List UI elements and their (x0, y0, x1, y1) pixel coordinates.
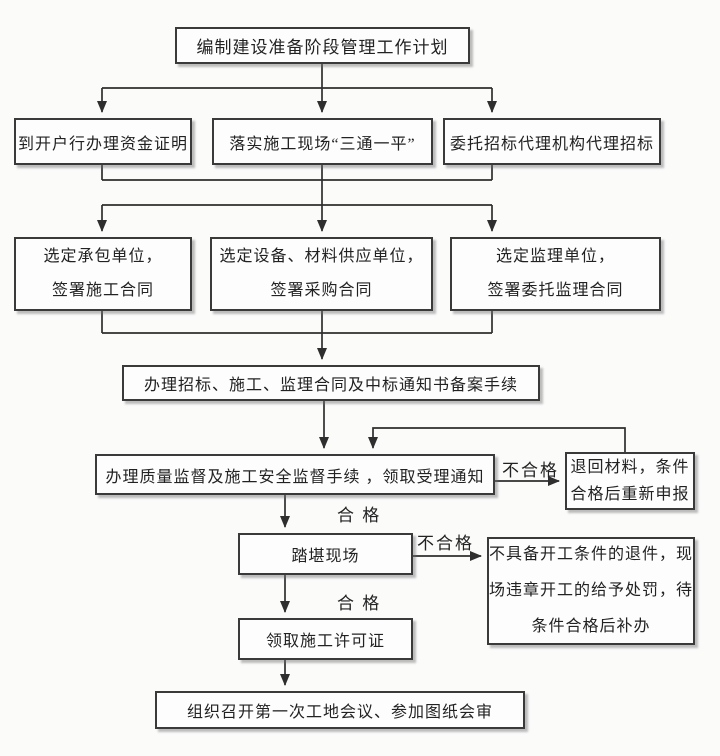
node-quality-safety: 办理质量监督及施工安全监督手续 ，领取受理通知 (95, 454, 495, 495)
label-pass-1: 合 格 (337, 506, 382, 525)
label-fail-1: 不合格 (502, 461, 559, 480)
node-bid-agency: 委托招标代理机构代理招标 (443, 118, 661, 165)
edge-feedback-loop (368, 427, 626, 452)
node-contractor: 选定承包单位， 签署施工合同 (14, 237, 192, 311)
node-penalty: 不具备开工条件的退件，现 场违章开工的给予处罚，待 条件合格后补办 (487, 537, 695, 645)
node-first-meeting: 组织召开第一次工地会议、参加图纸会审 (155, 691, 525, 729)
node-supplier: 选定设备、材料供应单位， 签署采购合同 (210, 237, 433, 311)
label-fail-2: 不合格 (417, 534, 474, 553)
node-site-prep: 落实施工现场“三通一平” (212, 118, 433, 165)
node-record-filing: 办理招标、施工、监理合同及中标通知书备案手续 (122, 365, 540, 401)
node-permit: 领取施工许可证 (238, 618, 413, 660)
label-pass-2: 合 格 (337, 594, 382, 613)
node-site-visit: 踏堪现场 (238, 533, 413, 575)
node-fund-proof: 到开户行办理资金证明 (14, 118, 192, 165)
node-supervisor: 选定监理单位， 签署委托监理合同 (450, 237, 661, 311)
node-plan: 编制建设准备阶段管理工作计划 (175, 27, 470, 64)
node-return-material: 退回材料，条件 合格后重新申报 (565, 452, 695, 510)
